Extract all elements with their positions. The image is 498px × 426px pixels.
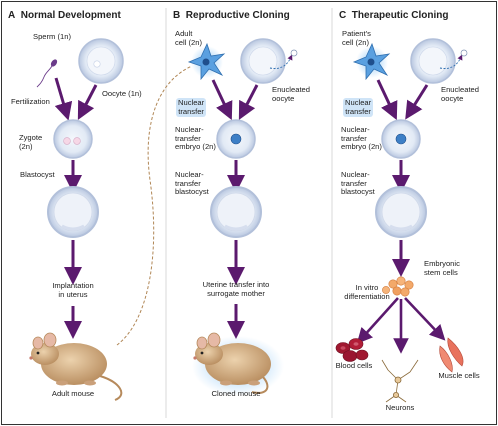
label-embryonic-stem-cells: Embryonic stem cells xyxy=(424,259,460,277)
label-uterine-transfer: Uterine transfer into surrogate mother xyxy=(202,280,270,298)
label-adult-mouse: Adult mouse xyxy=(51,389,95,398)
label-sperm: Sperm (1n) xyxy=(33,32,71,41)
oocyte-a xyxy=(78,38,124,84)
panel-b-title: Reproductive Cloning xyxy=(185,10,290,21)
label-implantation: Implantation in uterus xyxy=(52,281,94,299)
enucleated-oocyte-c xyxy=(410,38,468,84)
label-adult-cell: Adult cell (2n) xyxy=(175,29,203,47)
panel-c-title: Therapeutic Cloning xyxy=(351,10,449,21)
label-enucleated-oocyte-c: Enucleated oocyte xyxy=(441,85,479,103)
label-nt-blastocyst-b: Nuclear- transfer blastocyst xyxy=(175,170,209,197)
adult-mouse-figure xyxy=(29,332,123,401)
label-oocyte: Oocyte (1n) xyxy=(102,89,142,98)
enucleated-oocyte-b xyxy=(240,38,298,84)
adult-cell xyxy=(187,42,226,81)
badge-nuclear-transfer-b: Nuclear transfer xyxy=(176,98,207,118)
label-zygote: Zygote (2n) xyxy=(19,133,43,151)
stem-cell-cluster xyxy=(382,276,414,297)
label-muscle-cells: Muscle cells xyxy=(438,371,480,380)
label-blastocyst: Blastocyst xyxy=(20,170,55,179)
label-cloned-mouse: Cloned mouse xyxy=(211,389,261,398)
panel-b-heading: B Reproductive Cloning xyxy=(173,10,290,21)
panel-c-letter: C xyxy=(339,10,347,21)
nt-blastocyst-c xyxy=(375,186,427,238)
arrow-sperm-zygote xyxy=(54,77,73,121)
neurons-figure xyxy=(381,359,419,403)
badge-nuclear-transfer-c: Nuclear transfer xyxy=(343,98,374,118)
label-fertilization: Fertilization xyxy=(11,97,50,106)
panel-a-letter: A xyxy=(8,10,16,21)
label-neurons: Neurons xyxy=(385,403,415,412)
arrow-oocyte-nt-c xyxy=(405,84,429,120)
patient-cell xyxy=(352,42,391,81)
label-nt-blastocyst-c: Nuclear- transfer blastocyst xyxy=(341,170,375,197)
label-nt-embryo-b: Nuclear- transfer embryo (2n) xyxy=(175,125,216,152)
blastocyst-a xyxy=(47,186,99,238)
arrow-oocyte-zygote xyxy=(77,84,98,120)
panel-a-heading: A Normal Development xyxy=(8,10,121,21)
label-nt-embryo-c: Nuclear- transfer embryo (2n) xyxy=(341,125,382,152)
nt-embryo-b xyxy=(216,119,256,159)
cloned-mouse-figure xyxy=(192,332,284,396)
muscle-cells-figure xyxy=(439,337,464,373)
blood-cells-figure xyxy=(335,338,369,362)
arrow-adult-cell-nt xyxy=(211,79,233,121)
zygote xyxy=(53,119,93,159)
nt-blastocyst-b xyxy=(210,186,262,238)
nt-embryo-c xyxy=(381,119,421,159)
label-blood-cells: Blood cells xyxy=(335,361,373,370)
panel-a-title: Normal Development xyxy=(20,10,121,21)
arrow-stem-blood xyxy=(356,297,399,344)
arrow-oocyte-nt-b xyxy=(238,84,259,120)
label-enucleated-oocyte-b: Enucleated oocyte xyxy=(272,85,310,103)
panel-c-heading: C Therapeutic Cloning xyxy=(339,10,448,21)
arrow-stem-muscle xyxy=(404,297,446,341)
arrow-patient-cell-nt xyxy=(376,79,398,121)
label-in-vitro-differentiation: In vitro differentiation xyxy=(344,283,390,301)
panel-b-letter: B xyxy=(173,10,181,21)
sperm-cell xyxy=(36,59,58,88)
label-patient-cell: Patient's cell (2n) xyxy=(342,29,371,47)
